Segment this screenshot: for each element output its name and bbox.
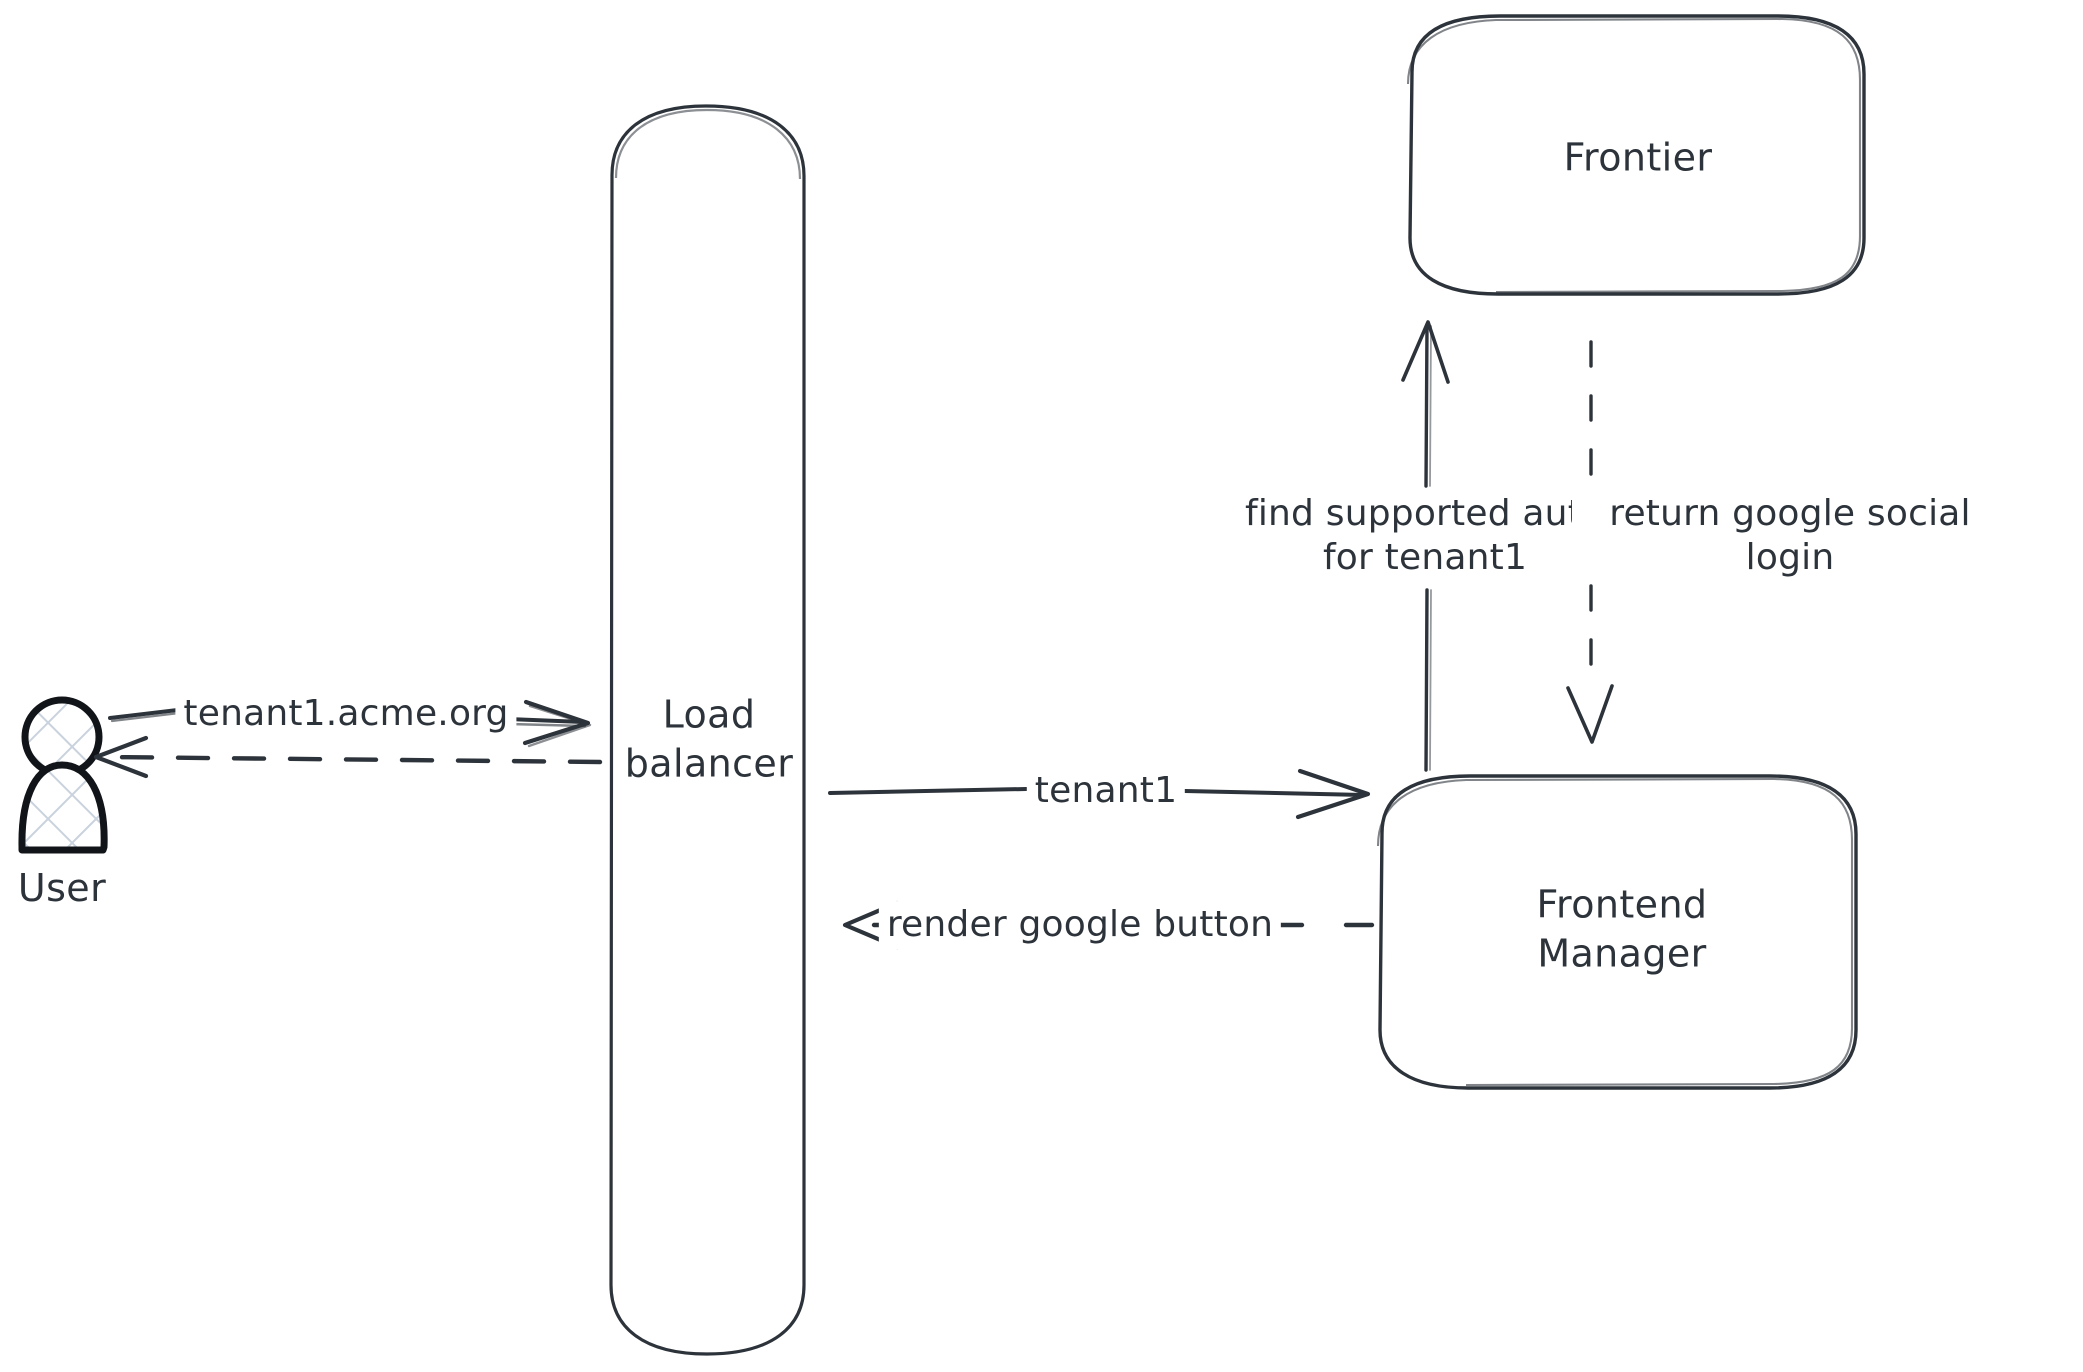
arrowhead-left-icon bbox=[93, 735, 149, 779]
edge-frontend-manager-to-frontier bbox=[1401, 320, 1450, 772]
edge-frontend-manager-to-load-balancer bbox=[842, 900, 1375, 950]
edge-load-balancer-to-user bbox=[93, 735, 603, 779]
node-frontend-manager-shape[interactable] bbox=[1376, 774, 1858, 1090]
edge-frontier-to-frontend-manager bbox=[1566, 340, 1614, 744]
arrowhead-right-icon bbox=[522, 699, 591, 746]
user-body-icon bbox=[18, 761, 108, 854]
node-frontier-shape[interactable] bbox=[1406, 14, 1866, 296]
edge-load-balancer-to-frontend-manager bbox=[828, 768, 1371, 820]
node-load-balancer-shape[interactable] bbox=[609, 104, 806, 1356]
arrowhead-right-icon bbox=[1295, 768, 1371, 820]
arrowhead-down-icon bbox=[1566, 684, 1614, 744]
edge-user-to-load-balancer bbox=[108, 699, 592, 748]
actor-user bbox=[18, 696, 108, 854]
arrowhead-up-icon bbox=[1401, 320, 1450, 384]
